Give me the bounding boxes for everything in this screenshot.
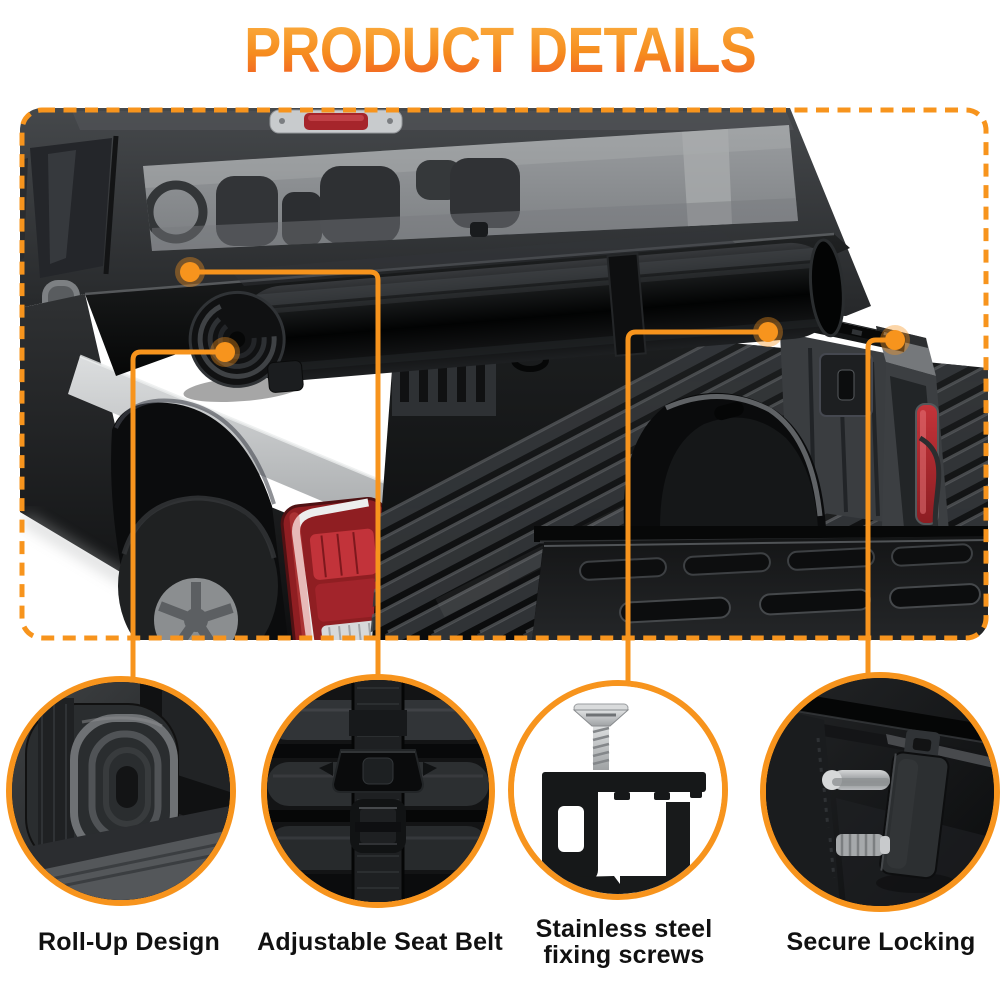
tailgate <box>532 536 988 640</box>
feature-circle-roll-up-design <box>6 676 236 906</box>
main-product-photo <box>20 108 988 640</box>
rolled-cover-end-photo <box>12 682 230 900</box>
feature-label-secure-locking: Secure Locking <box>786 928 976 956</box>
clamp-bracket <box>538 772 706 894</box>
locking-bracket <box>879 729 950 880</box>
page-title: PRODUCT DETAILS <box>65 18 935 82</box>
metal-pins <box>822 770 890 856</box>
feature-circle-fixing-screws <box>508 680 728 900</box>
feature-circle-secure-locking <box>760 672 1000 912</box>
buckle <box>319 749 437 793</box>
feature-label-fixing-screws: Stainless steel fixing screws <box>535 915 713 970</box>
slider-ring <box>350 799 406 853</box>
feature-label-roll-up-design: Roll-Up Design <box>38 928 220 956</box>
cargo-hook <box>470 222 488 237</box>
screw <box>572 703 630 770</box>
c-clamp-screw-illustration <box>514 686 722 894</box>
feature-label-seat-belt: Adjustable Seat Belt <box>257 928 503 956</box>
locking-bracket-photo <box>766 678 994 906</box>
third-brake-light <box>269 109 403 134</box>
strap-buckle-photo <box>267 680 489 902</box>
truck-photo-illustration <box>20 108 988 640</box>
feature-circle-seat-belt <box>261 674 495 908</box>
